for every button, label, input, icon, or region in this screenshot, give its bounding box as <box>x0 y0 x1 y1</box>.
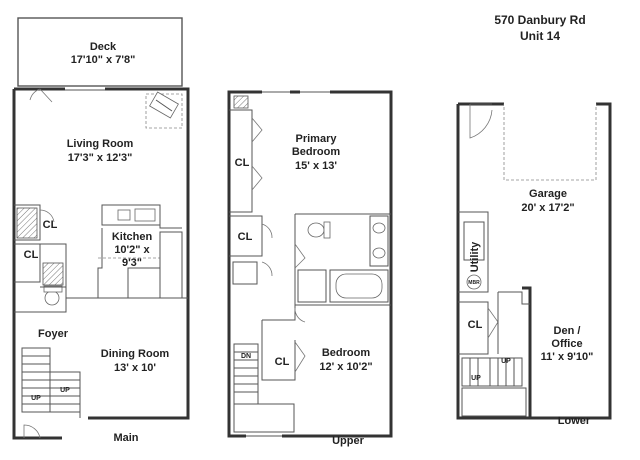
toilet <box>44 290 60 306</box>
kitchen-sink <box>134 208 156 222</box>
deck-size: 17'10" x 7'8" <box>71 54 136 66</box>
lower-stair-up-2: UP <box>471 375 481 382</box>
fireplace <box>145 93 183 129</box>
bedroom-size: 12' x 10'2" <box>319 361 372 373</box>
upper-closet-1-label: CL <box>235 157 250 169</box>
address-line-1: 570 Danbury Rd <box>494 13 585 27</box>
deck-label: Deck <box>90 41 117 53</box>
den-label-2: Office <box>551 338 582 350</box>
meter <box>466 274 482 290</box>
kitchen-size-2: 9'3" <box>122 257 142 269</box>
lower-floor-label: Lower <box>558 415 591 427</box>
upper-floor: Primary Bedroom 15' x 13' CL CL CL DN Be… <box>227 90 393 447</box>
kitchen-label: Kitchen <box>112 231 153 243</box>
deck-outline <box>17 17 183 87</box>
lower-closet-label: CL <box>468 319 483 331</box>
dining-room-size: 13' x 10' <box>114 362 156 374</box>
den-label-1: Den / <box>554 325 581 337</box>
main-closet-2-label: CL <box>24 249 39 261</box>
vanity <box>369 215 389 267</box>
lower-floor: Garage 20' x 17'2" Utility MBR CL Den / … <box>456 102 612 427</box>
bedroom-label: Bedroom <box>322 347 371 359</box>
kitchen-size-1: 10'2" x <box>114 244 150 256</box>
garage-door <box>503 103 597 181</box>
primary-bedroom-label-1: Primary <box>296 133 338 145</box>
dining-room-label: Dining Room <box>101 348 170 360</box>
meter-label: MBR <box>468 280 480 286</box>
tub <box>329 269 389 303</box>
upper-stair-down: DN <box>241 353 251 360</box>
closet-door-1 <box>39 209 55 223</box>
living-room-label: Living Room <box>67 138 134 150</box>
main-stair-up-1: UP <box>31 395 41 402</box>
living-room-size: 17'3" x 12'3" <box>68 152 133 164</box>
shower <box>297 269 327 303</box>
deck-door <box>29 88 53 103</box>
den-size: 11' x 9'10" <box>541 351 594 363</box>
address-line-2: Unit 14 <box>520 29 560 43</box>
primary-bedroom-label-2: Bedroom <box>292 146 341 158</box>
main-closet-1-label: CL <box>43 219 58 231</box>
lower-stair-up-1: UP <box>501 358 511 365</box>
garage-label: Garage <box>529 188 567 200</box>
entry-door <box>23 424 41 439</box>
garage-size: 20' x 17'2" <box>521 202 574 214</box>
upper-floor-label: Upper <box>332 435 365 447</box>
upper-closet-3-label: CL <box>275 356 290 368</box>
upper-closet-2-label: CL <box>238 231 253 243</box>
main-floor-label: Main <box>113 432 138 444</box>
primary-bedroom-size: 15' x 13' <box>295 160 337 172</box>
lower-side-door <box>469 104 493 139</box>
foyer-label: Foyer <box>38 328 69 340</box>
utility-label: Utility <box>469 241 481 272</box>
upper-toilet <box>307 222 325 238</box>
main-stair-up-2: UP <box>60 387 70 394</box>
main-floor: Deck 17'10" x 7'8" Living Room 17'3" x 1… <box>12 17 190 444</box>
